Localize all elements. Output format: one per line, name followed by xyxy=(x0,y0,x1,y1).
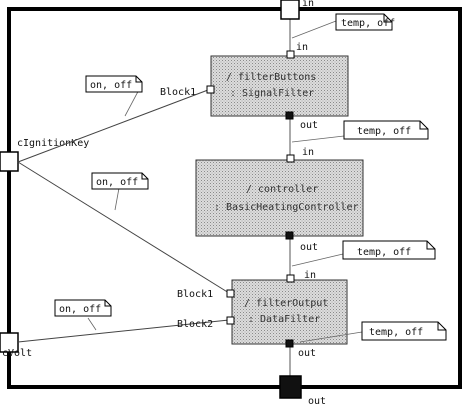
block-filter-output-left-port-2-label: Block2 xyxy=(177,319,213,330)
block-filter-buttons-name: / filterButtons xyxy=(226,72,316,83)
note-mid1[interactable]: temp, off xyxy=(343,120,429,140)
block-controller-bottom-port-label: out xyxy=(300,242,318,253)
note-left3[interactable]: on, off xyxy=(54,299,112,317)
block-filter-output-body xyxy=(231,279,348,345)
note-left1-frame xyxy=(85,75,143,93)
block-controller-bottom-port[interactable] xyxy=(285,231,294,240)
note-top[interactable]: temp, off xyxy=(335,13,395,31)
block-filter-output-top-port[interactable] xyxy=(286,274,295,283)
block-filter-buttons-bottom-port-label: out xyxy=(300,120,318,131)
note-mid1-frame xyxy=(343,120,429,140)
note-anchor-left2 xyxy=(114,187,120,211)
block-controller-type: : BasicHeatingController xyxy=(214,202,359,213)
block-filter-output-bottom-port-label: out xyxy=(298,348,316,359)
block-controller-top-port-label: in xyxy=(302,147,314,158)
note-bottom-frame xyxy=(361,321,447,341)
note-left3-frame xyxy=(54,299,112,317)
note-left1[interactable]: on, off xyxy=(85,75,143,93)
block-controller-name: / controller xyxy=(246,184,318,195)
bottom-out-port-label: out xyxy=(308,396,326,405)
bottom-out-port[interactable] xyxy=(279,375,302,399)
note-mid2-fold xyxy=(426,241,435,250)
svolt-port[interactable] xyxy=(0,332,19,353)
note-left3-fold xyxy=(104,300,111,307)
note-anchor-top xyxy=(291,20,337,39)
block-filter-output-left-port-2[interactable] xyxy=(226,316,235,325)
block-filter-buttons-top-port-label: in xyxy=(296,42,308,53)
block-filter-buttons[interactable]: / filterButtons : SignalFilter Block1 in… xyxy=(160,42,349,131)
note-mid2-text: temp, off xyxy=(357,247,411,258)
note-anchor-mid2 xyxy=(291,253,344,267)
note-left3-text: on, off xyxy=(59,304,101,315)
block-filter-buttons-body xyxy=(210,55,349,117)
block-filter-output-left-port-1-label: Block1 xyxy=(177,289,213,300)
note-anchor-left3 xyxy=(87,317,97,331)
note-anchor-bottom xyxy=(299,331,363,343)
block-filter-output-type: : DataFilter xyxy=(248,314,320,325)
note-bottom-fold xyxy=(437,322,446,331)
block-controller-body xyxy=(195,159,364,237)
note-top-text: temp, off xyxy=(341,18,395,29)
block-filter-buttons-bottom-port[interactable] xyxy=(285,111,294,120)
top-in-port[interactable] xyxy=(280,0,300,20)
note-left2[interactable]: on, off xyxy=(91,172,149,190)
ignition-key-port[interactable] xyxy=(0,151,19,172)
svolt-port-label: cVolt xyxy=(2,348,32,359)
note-left1-text: on, off xyxy=(90,80,132,91)
note-top-fold xyxy=(383,14,392,23)
note-left2-text: on, off xyxy=(96,177,138,188)
outer-frame xyxy=(7,7,462,389)
block-filter-output[interactable]: / filterOutput : DataFilter Block1 Block… xyxy=(177,270,348,359)
connector-ignition-block3 xyxy=(17,161,230,294)
block-controller-top-port[interactable] xyxy=(286,154,295,163)
ignition-key-port-label: cIgnitionKey xyxy=(17,138,89,149)
block-filter-buttons-type: : SignalFilter xyxy=(230,88,314,99)
block-filter-output-left-port-1[interactable] xyxy=(226,289,235,298)
block-filter-buttons-left-port-label: Block1 xyxy=(160,87,196,98)
block-filter-output-name: / filterOutput xyxy=(244,298,328,309)
connector-svolt-block3 xyxy=(17,319,230,343)
top-in-port-label: in xyxy=(302,0,314,9)
note-mid1-text: temp, off xyxy=(357,126,411,137)
note-top-frame xyxy=(335,13,393,31)
block-controller[interactable]: / controller : BasicHeatingController in… xyxy=(195,147,364,253)
connector-ignition-block1 xyxy=(17,89,209,163)
note-mid1-fold xyxy=(419,121,428,130)
note-anchor-mid1 xyxy=(291,135,345,143)
note-mid2-frame xyxy=(342,240,436,260)
note-left1-fold xyxy=(135,76,142,83)
block-filter-buttons-top-port[interactable] xyxy=(286,50,295,59)
note-left2-frame xyxy=(91,172,149,190)
note-bottom[interactable]: temp, off xyxy=(361,321,447,341)
block-filter-output-top-port-label: in xyxy=(304,270,316,281)
block-filter-buttons-left-port[interactable] xyxy=(206,85,215,94)
note-bottom-text: temp, off xyxy=(369,327,423,338)
block-filter-output-bottom-port[interactable] xyxy=(285,339,294,348)
note-left2-fold xyxy=(141,173,148,180)
note-mid2[interactable]: temp, off xyxy=(342,240,436,260)
